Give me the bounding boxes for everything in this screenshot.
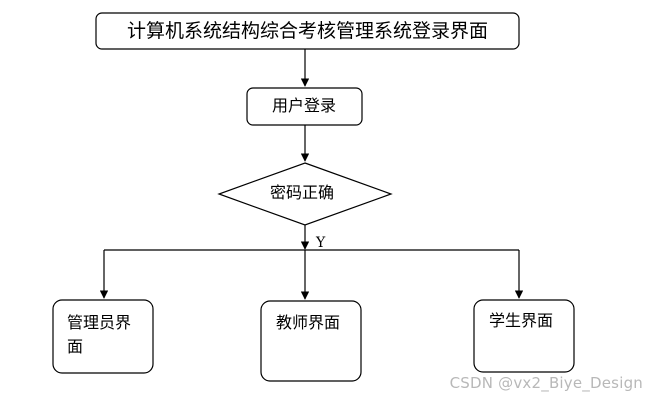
admin-label: 管理员界面: [67, 313, 132, 356]
title-label: 计算机系统结构综合考核管理系统登录界面: [127, 20, 489, 42]
student-box: [473, 299, 575, 373]
decision-label: 密码正确: [270, 183, 335, 202]
admin-box: [52, 299, 154, 374]
branch-yes-label: Y: [316, 235, 326, 251]
watermark-text: CSDN @vx2_Biye_Design: [449, 374, 643, 392]
teacher-box: [260, 300, 362, 382]
student-label: 学生界面: [489, 311, 554, 330]
login-label: 用户登录: [272, 96, 337, 115]
title-box: [95, 12, 520, 50]
teacher-label: 教师界面: [276, 313, 341, 332]
